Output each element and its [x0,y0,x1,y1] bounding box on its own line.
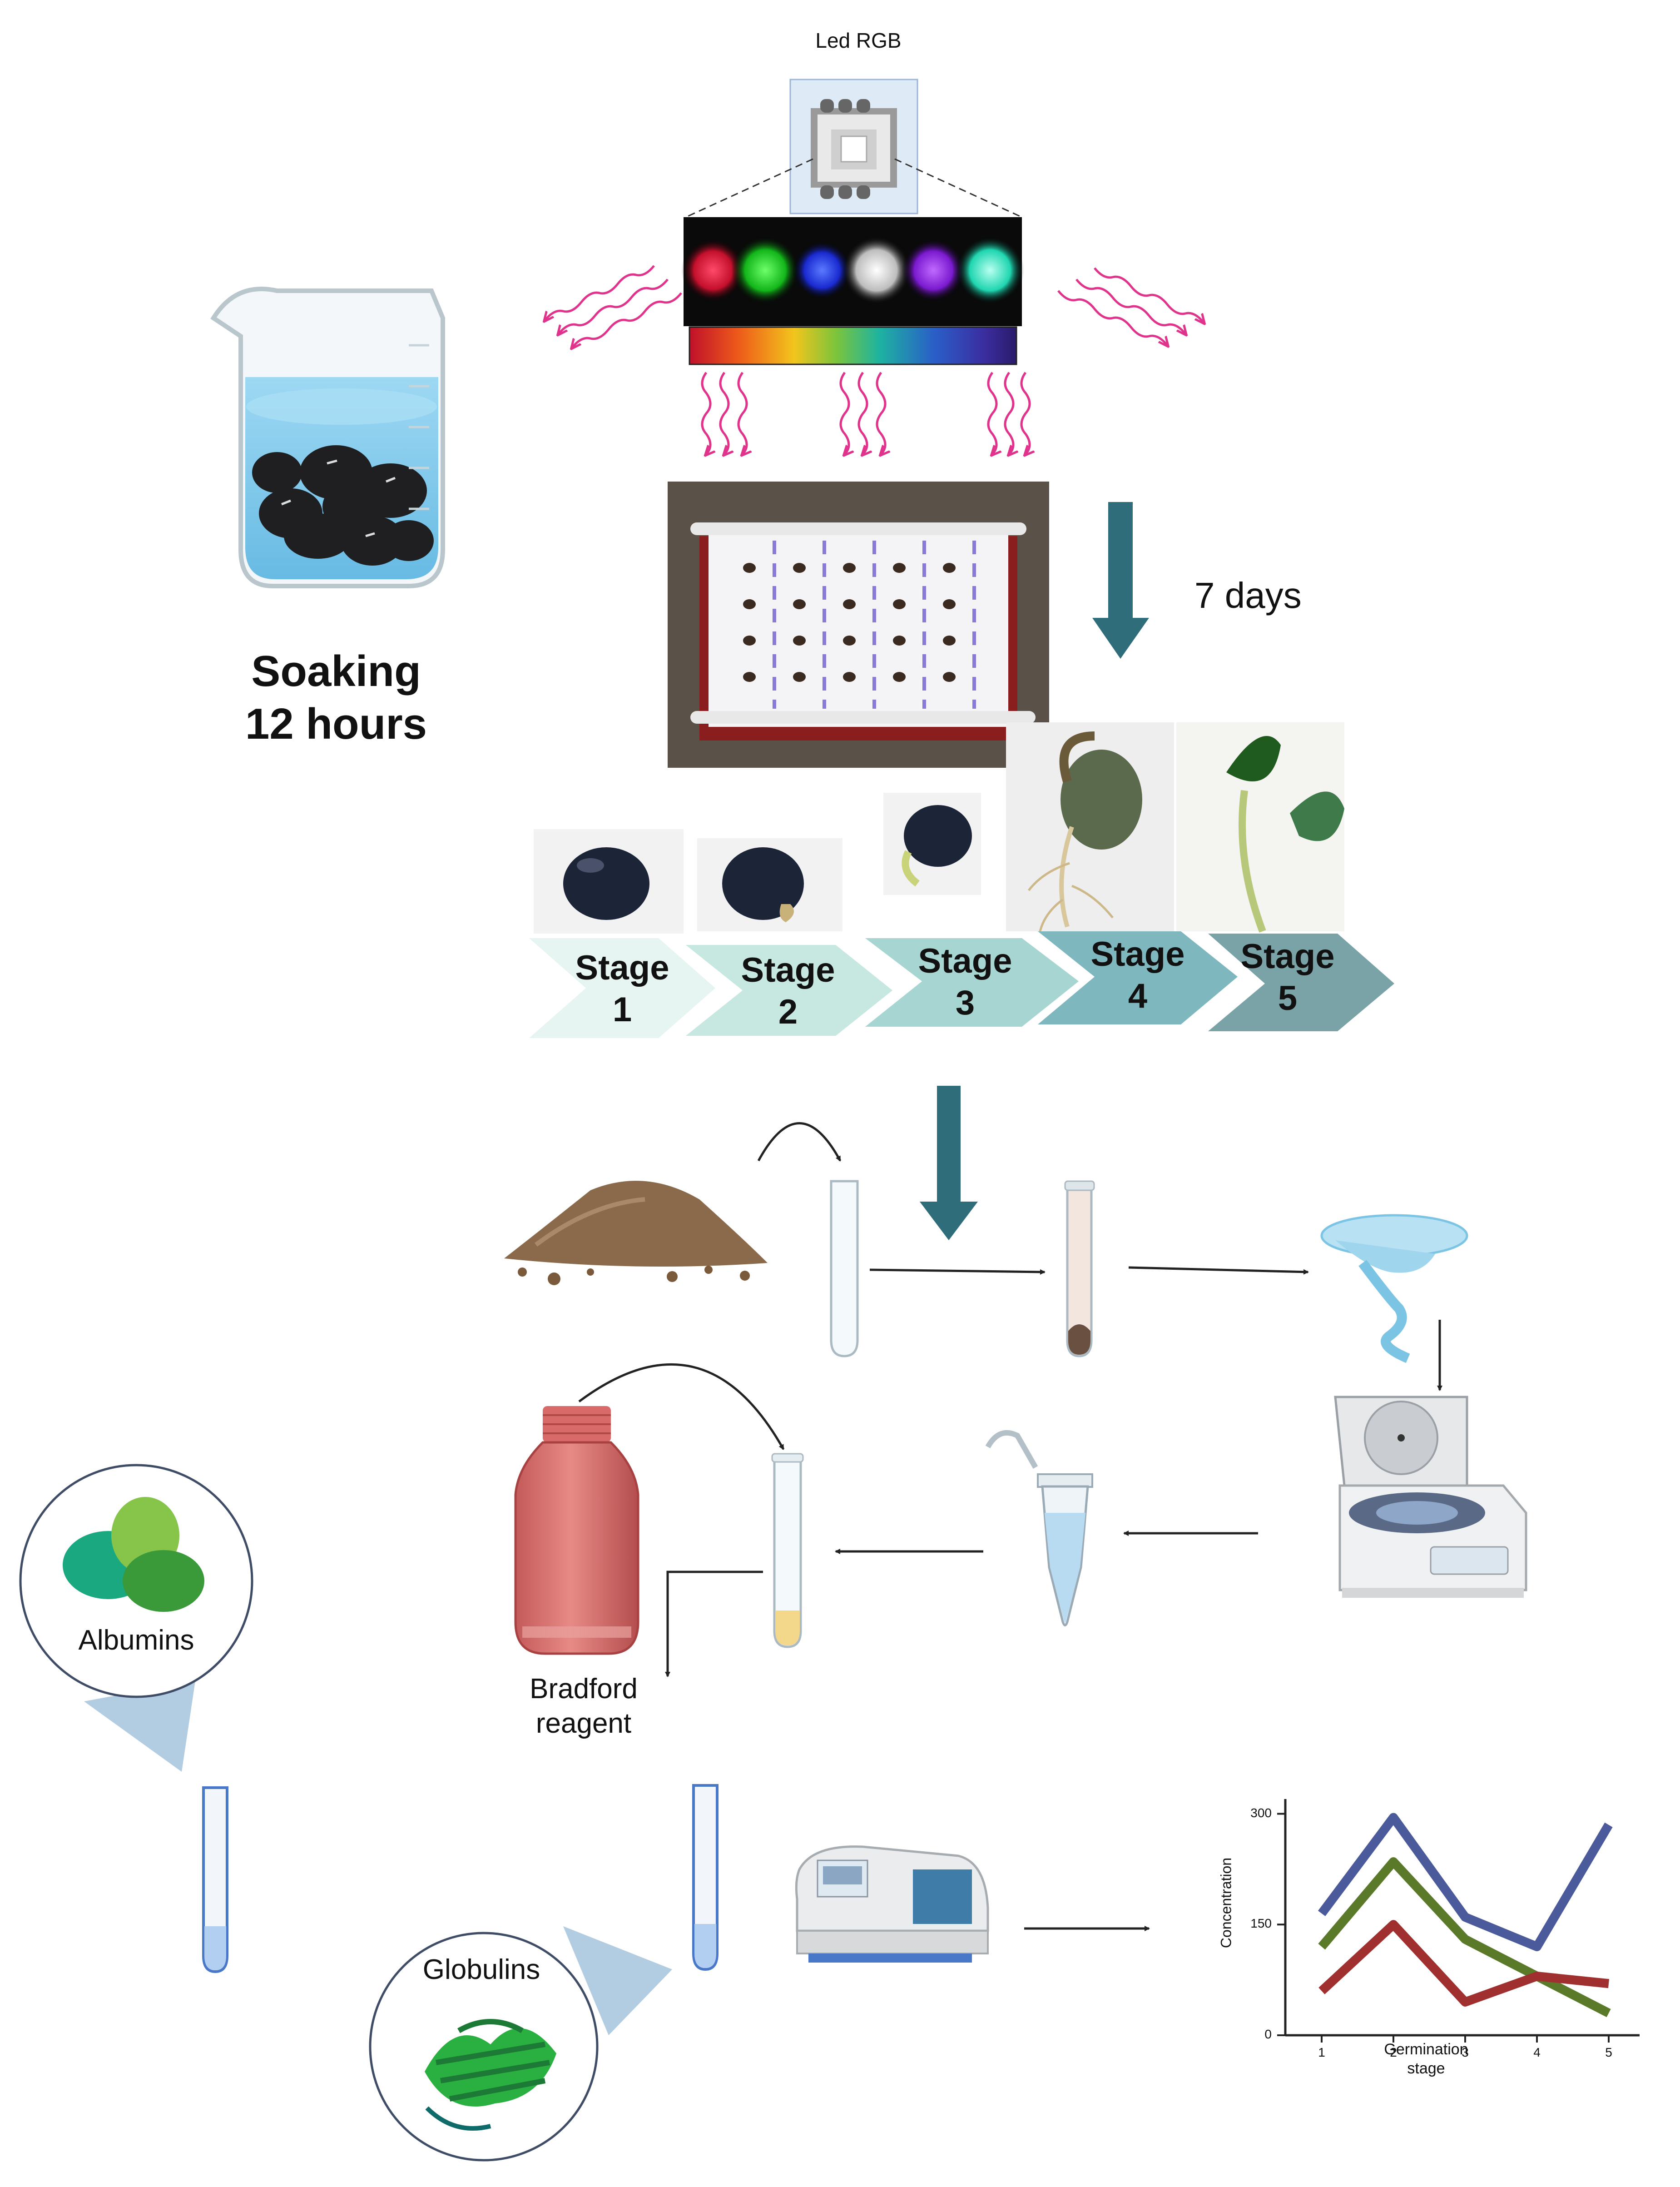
stage-chevrons [529,931,1394,1038]
chart-x-label: Germination stage [1344,2040,1508,2078]
centrifuge-icon [1334,1396,1527,1598]
germination-tray-photo [668,482,1049,768]
stage-5-photo [1176,722,1344,933]
soaking-text: Soaking 12 hours [245,647,427,748]
stage-2-word: Stage [741,951,835,989]
y-tick-label: 300 [1250,1805,1272,1820]
x-tick-label: 1 [1318,2045,1325,2059]
stage-4-photo [1006,722,1174,932]
y-tick-label: 150 [1250,1916,1272,1931]
flour-pile [504,1181,768,1285]
light-waves [545,265,1204,454]
reagent-test-tube [771,1453,804,1648]
soaking-label: Soaking 12 hours [195,645,477,751]
beaker-soaking-beans [210,287,445,588]
concentration-chart [1277,1799,1640,2043]
mixture-test-tube [1064,1180,1095,1357]
stage-2-number: 2 [778,993,798,1031]
stage-1-word: Stage [575,949,669,987]
eppendorf-tube [985,1430,1093,1626]
bradford-reagent-label: Bradford reagent [506,1672,661,1741]
stage-5-chevron [1208,934,1394,1031]
stage-2-label: Stage 2 [729,949,847,1033]
vortex-icon [1320,1214,1468,1363]
reagent-to-tube-arrow [578,1363,785,1450]
series-line-1 [1318,1813,1613,1951]
stage-3-word: Stage [918,942,1012,980]
tube-to-mix-arrow [869,1268,1046,1275]
seven-days-arrow [1092,502,1149,659]
x-tick-label: 4 [1533,2045,1541,2059]
stage-3-number: 3 [955,984,975,1022]
x-tick-label: 3 [1462,2045,1469,2059]
bradford-reagent-text: Bradford reagent [530,1673,638,1739]
x-tick-label: 2 [1390,2045,1397,2059]
stage-4-number: 4 [1128,977,1148,1015]
albumins-label: Albumins [78,1625,194,1656]
stage-5-number: 5 [1278,979,1298,1018]
stage-4-label: Stage 4 [1079,934,1197,1017]
tube-to-separation-arrow [665,1571,763,1677]
albumins-callout [19,1464,253,1772]
bradford-reagent-bottle [514,1406,639,1655]
y-tick-label: 0 [1264,2027,1272,2041]
stage-1-label: Stage 1 [563,947,681,1031]
series-line-3 [1318,1920,1610,2007]
spectrophotometer-icon [795,1845,989,1963]
globulins-callout [369,1926,672,2162]
stage-1-number: 1 [612,990,632,1029]
albumins-test-tube [202,1786,228,1973]
light-spectrum-bar [689,326,1017,365]
stage-3-label: Stage 3 [906,940,1024,1024]
stage-2-photo [697,838,842,931]
led-color-strip [681,217,1024,326]
chart-x-label-text: Germination stage [1384,2041,1468,2077]
flour-to-tube-arrow [757,1122,842,1162]
duration-label: 7 days [1194,575,1302,616]
extraction-arrow [920,1086,978,1240]
series-line-2 [1318,1857,1611,2018]
stage-5-label: Stage 5 [1229,936,1347,1019]
globulins-label: Globulins [422,1954,540,1985]
stage-4-word: Stage [1090,935,1185,974]
chart-y-label: Concentration [1218,1857,1234,1948]
stage-1-photo [534,829,684,934]
stage-5-word: Stage [1240,937,1335,976]
globulins-test-tube [692,1784,719,1971]
stage-3-chevron [865,938,1079,1027]
led-rgb-chip [685,79,1022,218]
empty-test-tube [830,1180,859,1357]
stage-3-photo [883,793,981,895]
led-rgb-title: Led RGB [815,29,902,52]
mix-to-vortex-arrow [1128,1266,1309,1275]
x-tick-label: 5 [1605,2045,1612,2059]
stage-4-chevron [1038,931,1238,1024]
stage-1-chevron [529,938,715,1038]
stage-2-chevron [686,945,892,1036]
